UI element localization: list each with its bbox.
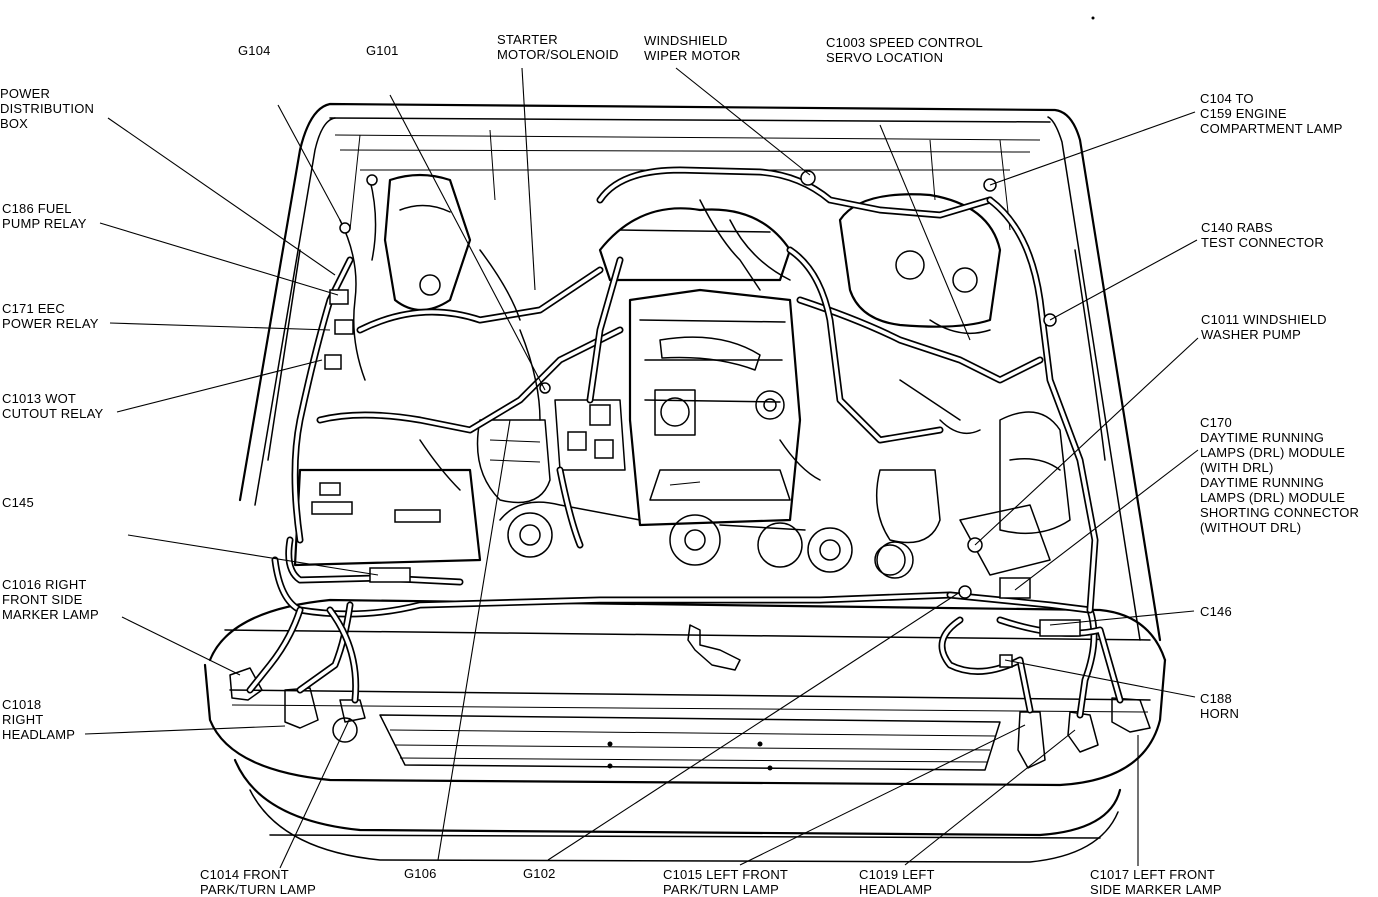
label-c1017-left-front-side-marker: C1017 LEFT FRONT SIDE MARKER LAMP [1090, 867, 1222, 897]
label-c1011-windshield-washer-pump: C1011 WINDSHIELD WASHER PUMP [1201, 312, 1327, 342]
label-c146: C146 [1200, 604, 1232, 619]
label-c145: C145 [2, 495, 34, 510]
label-c1003-speed-control: C1003 SPEED CONTROL SERVO LOCATION [826, 35, 983, 65]
label-c186-fuel-pump-relay: C186 FUEL PUMP RELAY [2, 201, 87, 231]
wiring-harness [246, 166, 1124, 719]
label-g102: G102 [523, 866, 556, 881]
label-c170-drl-module: C170 DAYTIME RUNNING LAMPS (DRL) MODULE … [1200, 415, 1360, 535]
label-c188-horn: C188 HORN [1200, 691, 1240, 721]
misc-wires [324, 170, 1081, 668]
label-c1019-left-headlamp: C1019 LEFT HEADLAMP [859, 867, 935, 897]
engine-block [293, 173, 1071, 579]
label-c171-eec-power-relay: C171 EEC POWER RELAY [2, 301, 99, 331]
label-c1013-wot-cutout-relay: C1013 WOT CUTOUT RELAY [2, 391, 104, 421]
label-c1016-right-front-side-marker: C1016 RIGHT FRONT SIDE MARKER LAMP [2, 577, 99, 622]
label-power-distribution-box: POWER DISTRIBUTION BOX [0, 86, 95, 131]
label-g104: G104 [238, 43, 271, 58]
vehicle-body [203, 102, 1167, 863]
label-c1015-left-front-park-turn-lamp: C1015 LEFT FRONT PARK/TURN LAMP [663, 867, 789, 897]
label-c140-rabs-test-connector: C140 RABS TEST CONNECTOR [1201, 220, 1324, 250]
label-c1018-right-headlamp: C1018 RIGHT HEADLAMP [2, 697, 76, 742]
speck [1091, 16, 1095, 20]
label-windshield-wiper-motor: WINDSHIELD WIPER MOTOR [644, 33, 741, 63]
label-c1014-front-park-turn-lamp: C1014 FRONT PARK/TURN LAMP [200, 867, 316, 897]
label-starter-motor: STARTER MOTOR/SOLENOID [497, 32, 619, 62]
label-g106: G106 [404, 866, 437, 881]
leader-lines [84, 67, 1199, 869]
label-c104-engine-compartment-lamp: C104 TO C159 ENGINE COMPARTMENT LAMP [1200, 91, 1343, 136]
label-g101: G101 [366, 43, 399, 58]
